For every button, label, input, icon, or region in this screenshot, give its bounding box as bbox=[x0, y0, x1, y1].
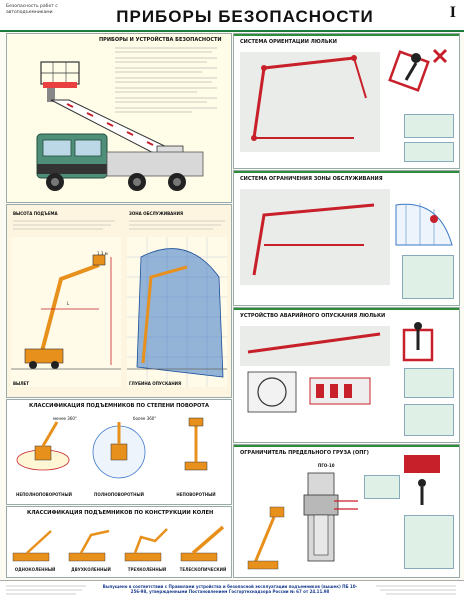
zone-limit-diagram bbox=[240, 189, 453, 285]
zone-limit-title: СИСТЕМА ОГРАНИЧЕНИЯ ЗОНЫ ОБСЛУЖИВАНИЯ bbox=[240, 176, 383, 182]
zone-limit-panel: СИСТЕМА ОГРАНИЧЕНИЯ ЗОНЫ ОБСЛУЖИВАНИЯ bbox=[233, 170, 460, 306]
orientation-bar bbox=[234, 34, 459, 36]
orientation-panel: СИСТЕМА ОРИЕНТАЦИИ ЛЮЛЬКИ bbox=[233, 33, 460, 169]
reach-label: ВЫЛЕТ bbox=[13, 381, 29, 386]
dim-h-label: 1,3 м bbox=[97, 251, 108, 256]
rotation-mark-less: менее 360° bbox=[53, 416, 77, 421]
emergency-note-2 bbox=[404, 404, 454, 436]
poster-header: Безопасность работ с автоподъемниками ПР… bbox=[0, 0, 464, 32]
rotation-title: КЛАССИФИКАЦИЯ ПОДЪЕМНИКОВ ПО СТЕПЕНИ ПОВ… bbox=[29, 403, 209, 409]
limiter-bar bbox=[234, 445, 459, 447]
lift-reach-diagram bbox=[11, 237, 121, 387]
limiter-note-1 bbox=[364, 475, 400, 499]
limiter-note-2 bbox=[404, 515, 454, 569]
service-zone-diagram bbox=[127, 237, 227, 387]
construction-title: КЛАССИФИКАЦИЯ ПОДЪЕМНИКОВ ПО КОНСТРУКЦИИ… bbox=[27, 510, 214, 516]
emergency-diagram bbox=[240, 322, 434, 413]
emergency-title: УСТРОЙСТВО АВАРИЙНОГО ОПУСКАНИЯ ЛЮЛЬКИ bbox=[240, 313, 386, 319]
depth-label: ГЛУБИНА ОПУСКАНИЯ bbox=[129, 381, 182, 386]
orientation-note-1 bbox=[404, 114, 454, 138]
construction-panel: КЛАССИФИКАЦИЯ ПОДЪЕМНИКОВ ПО КОНСТРУКЦИИ… bbox=[6, 506, 232, 578]
zone-limit-bar bbox=[234, 171, 459, 173]
orientation-title: СИСТЕМА ОРИЕНТАЦИИ ЛЮЛЬКИ bbox=[240, 39, 337, 45]
construction-diagrams bbox=[12, 525, 225, 562]
rotation-panel: КЛАССИФИКАЦИЯ ПОДЪЕМНИКОВ ПО СТЕПЕНИ ПОВ… bbox=[6, 399, 232, 505]
poster-number: I bbox=[449, 4, 456, 21]
zone-label: ЗОНА ОБСЛУЖИВАНИЯ bbox=[129, 211, 184, 216]
footer-regulation: Выпущено в соответствии с Правилами устр… bbox=[102, 584, 358, 594]
limiter-title: ОГРАНИЧИТЕЛЬ ПРЕДЕЛЬНОГО ГРУЗА (ОПГ) bbox=[240, 450, 369, 456]
devices-title: ПРИБОРЫ И УСТРОЙСТВА БЕЗОПАСНОСТИ bbox=[99, 37, 222, 43]
zone-limit-note bbox=[402, 255, 454, 299]
emergency-bar bbox=[234, 308, 459, 310]
dim-l-label: L bbox=[67, 301, 70, 306]
orientation-note-2 bbox=[404, 142, 454, 162]
rotation-type-full: ПОЛНОПОВОРОТНЫЙ bbox=[94, 492, 144, 497]
devices-panel: ПРИБОРЫ И УСТРОЙСТВА БЕЗОПАСНОСТИ bbox=[6, 33, 232, 203]
knee-type-two: ДВУХКОЛЕННЫЙ bbox=[71, 567, 111, 572]
orientation-diagram bbox=[240, 48, 448, 152]
footer-right-lines bbox=[376, 585, 456, 595]
emergency-panel: УСТРОЙСТВО АВАРИЙНОГО ОПУСКАНИЯ ЛЮЛЬКИ bbox=[233, 307, 460, 443]
emergency-note-1 bbox=[404, 368, 454, 398]
poster-footer: Выпущено в соответствии с Правилами устр… bbox=[0, 580, 464, 600]
work-zone-panel: ВЫСОТА ПОДЪЕМА ЗОНА ОБСЛУЖИВАНИЯ 1,3 м L bbox=[6, 204, 232, 398]
knee-type-one: ОДНОКОЛЕННЫЙ bbox=[14, 567, 56, 572]
footer-left-lines bbox=[6, 585, 86, 595]
limiter-diagram bbox=[247, 455, 440, 570]
devices-text-lines bbox=[115, 47, 217, 113]
height-label: ВЫСОТА ПОДЪЕМА bbox=[13, 211, 58, 216]
poster-title: ПРИБОРЫ БЕЗОПАСНОСТИ bbox=[116, 7, 374, 26]
rotation-mark-more: более 360° bbox=[133, 416, 157, 421]
work-zone-text-lines bbox=[13, 220, 225, 230]
knee-type-three: ТРЕХКОЛЕННЫЙ bbox=[127, 567, 167, 572]
rotation-diagrams bbox=[16, 417, 208, 479]
rotation-type-fixed: НЕПОВОРОТНЫЙ bbox=[176, 492, 216, 497]
header-left-note: Безопасность работ с автоподъемниками bbox=[6, 4, 58, 15]
rotation-type-partial: НЕПОЛНОПОВОРОТНЫЙ bbox=[16, 492, 72, 497]
limiter-model-label: ПГО-10 bbox=[318, 463, 335, 468]
aerial-lift-truck bbox=[36, 61, 204, 191]
limiter-panel: ОГРАНИЧИТЕЛЬ ПРЕДЕЛЬНОГО ГРУЗА (ОПГ) ПГО… bbox=[233, 444, 460, 578]
knee-type-telescopic: ТЕЛЕСКОПИЧЕСКИЙ bbox=[179, 567, 227, 572]
